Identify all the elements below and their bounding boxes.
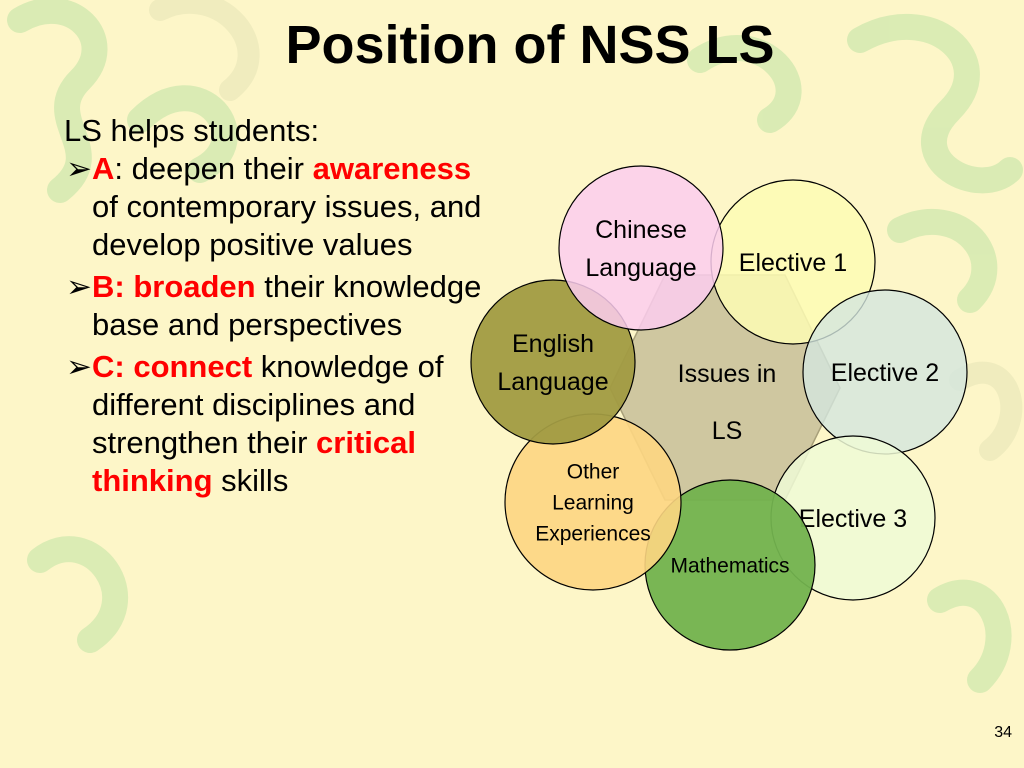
bullet-c-emphasis: critical thinking xyxy=(92,425,416,498)
bullet-c-text: knowledge of different disciplines and s… xyxy=(92,349,444,460)
circle-label-other-learning-experiences: Experiences xyxy=(535,522,651,545)
bullet-b-key: B: broaden xyxy=(92,269,256,304)
slide-title: Position of NSS LS xyxy=(285,15,775,75)
circle-label-other-learning-experiences: Other xyxy=(567,460,620,483)
circle-label-chinese-language: Chinese xyxy=(595,216,687,244)
arrow-bullet-icon: ➢ xyxy=(66,151,92,186)
circle-label-elective-3: Elective 3 xyxy=(799,505,907,533)
bullet-c: ➢ C: connect knowledge of different disc… xyxy=(64,348,484,500)
bullet-b: ➢ B: broaden their knowledge base and pe… xyxy=(64,268,484,344)
circle-label-english-language: English xyxy=(512,330,594,358)
circle-shape-english-language xyxy=(470,279,636,445)
bullet-a-emphasis: awareness xyxy=(312,151,472,186)
circle-label-elective-1: Elective 1 xyxy=(739,249,847,277)
circle-shape-chinese-language xyxy=(558,165,724,331)
center-label: Issues in LS xyxy=(678,360,777,445)
bullet-a: ➢ A: deepen their awareness of contempor… xyxy=(64,150,484,264)
center-label-line: LS xyxy=(712,417,743,445)
intro-text: LS helps students: xyxy=(64,113,320,148)
bullet-a-text: : deepen their xyxy=(114,151,313,186)
circle-elective-2: Elective 2 xyxy=(802,289,968,455)
circle-label-chinese-language: Language xyxy=(585,254,696,282)
circle-label-english-language: Language xyxy=(497,368,608,396)
page-number: 34 xyxy=(994,724,1012,741)
arrow-bullet-icon: ➢ xyxy=(66,269,92,304)
circle-label-mathematics: Mathematics xyxy=(670,554,789,577)
circle-mathematics: Mathematics xyxy=(644,479,816,651)
arrow-bullet-icon: ➢ xyxy=(66,349,92,384)
circle-label-elective-2: Elective 2 xyxy=(831,359,939,387)
bullet-b-text: their knowledge base and perspectives xyxy=(92,269,482,342)
bullet-a-key: A xyxy=(92,151,115,186)
bullet-c-key: C: connect xyxy=(92,349,253,384)
bullet-a-text-end: of contemporary issues, and develop posi… xyxy=(92,189,482,262)
center-label-line: Issues in xyxy=(678,360,777,388)
bullet-c-text-end: skills xyxy=(212,463,289,498)
circle-label-other-learning-experiences: Learning xyxy=(552,491,634,514)
slide-body: LS helps students: ➢ A: deepen their awa… xyxy=(64,112,484,504)
